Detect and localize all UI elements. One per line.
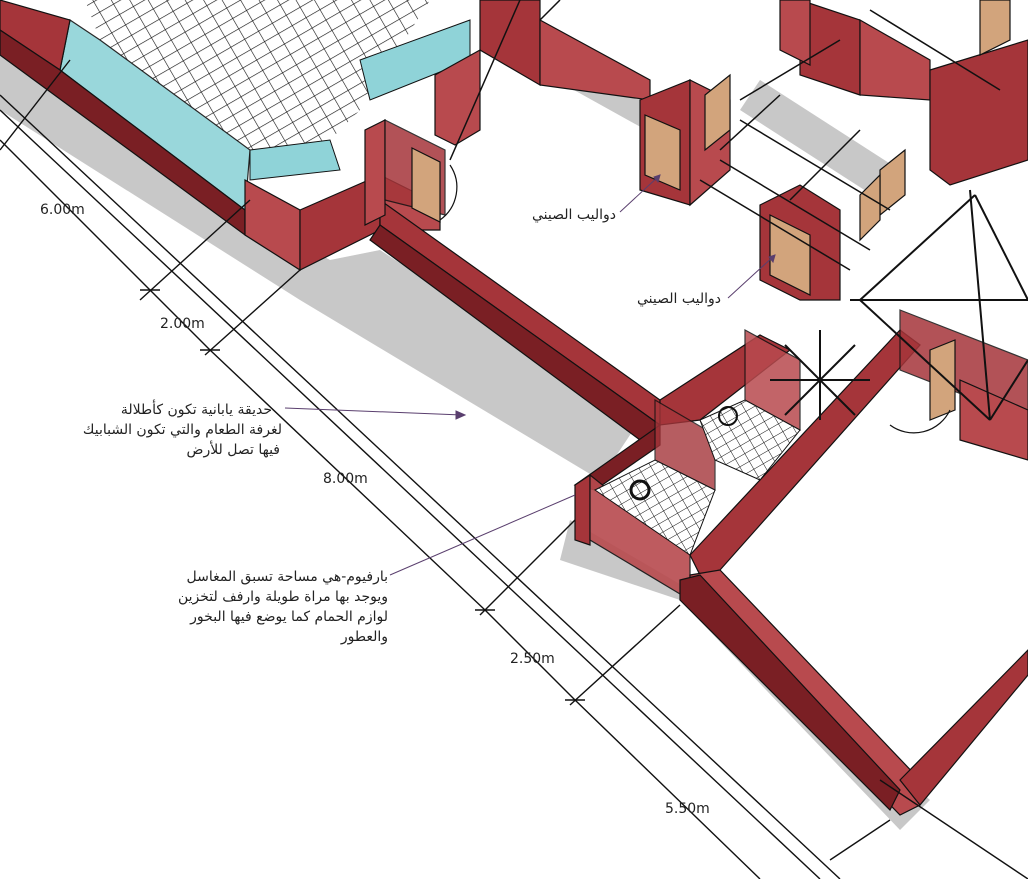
annotation-parfum-line4: والعطور xyxy=(340,629,388,645)
bath-floor xyxy=(594,399,801,556)
dimension-label: 6.00m xyxy=(40,202,85,218)
dimension-label: 5.50m xyxy=(665,801,710,817)
annotation-parfum-line2: ويوجد بها مراة طويلة وارفف لتخزين xyxy=(178,589,388,605)
annotation-japanese-garden-line2: لغرفة الطعام والتي تكون الشبابيك xyxy=(83,422,282,438)
annotation-japanese-garden-line1: حديقة يابانية تكون كأطلالة xyxy=(121,399,272,418)
leader-lines xyxy=(284,174,776,576)
dimension-label: 2.50m xyxy=(510,651,555,667)
ceiling-star-pattern xyxy=(770,189,1028,421)
dimension-label: 2.00m xyxy=(160,316,205,332)
doors xyxy=(411,0,1011,434)
dimension-lines xyxy=(0,59,1028,879)
floor-lines xyxy=(449,0,1001,271)
annotation-parfum-line3: لوازم الحمام كما يوضع فيها البخور xyxy=(189,609,388,625)
dimension-labels: 6.00m 2.00m 8.00m 2.50m 5.50m xyxy=(40,202,710,817)
annotation-china-cabinets-upper: دواليب الصيني xyxy=(532,207,616,223)
annotation-china-cabinets-lower: دواليب الصيني xyxy=(637,291,721,307)
annotation-parfum-line1: بارفيوم-هي مساحة تسبق المغاسل xyxy=(187,569,389,585)
annotation-japanese-garden-line3: فيها تصل للأرض xyxy=(187,440,280,458)
dimension-label: 8.00m xyxy=(323,471,368,487)
upper-left-room xyxy=(59,0,471,212)
annotations: دواليب الصيني دواليب الصيني حديقة ياباني… xyxy=(83,207,721,645)
